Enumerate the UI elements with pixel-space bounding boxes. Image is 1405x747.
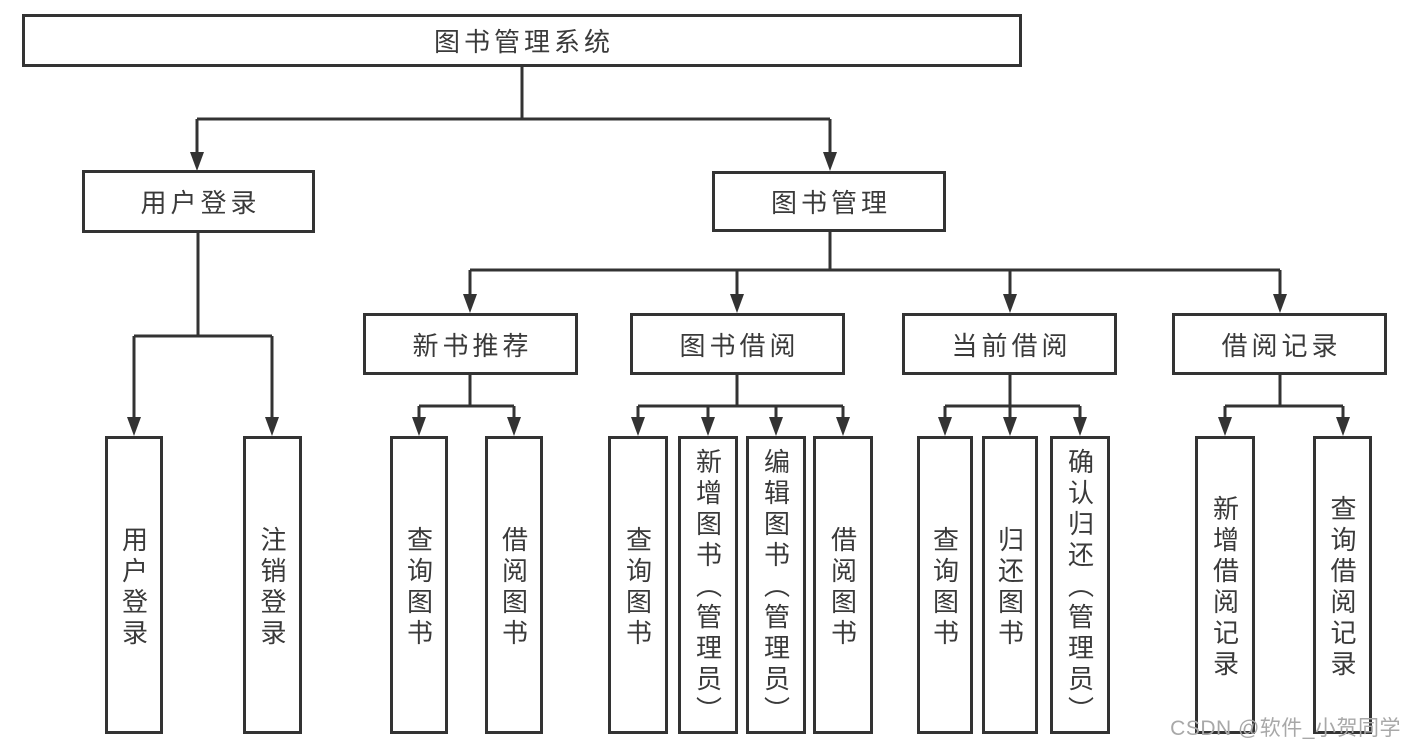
node-label: 编辑图书（管理员） (760, 448, 791, 727)
node-book-management-branch: 图书管理 (712, 171, 946, 232)
leaf-add-books-admin: 新增图书（管理员） (678, 436, 738, 734)
tree-edges (132, 67, 1345, 422)
node-library-management-system: 图书管理系统 (22, 14, 1022, 67)
node-borrowing-records: 借阅记录 (1172, 313, 1387, 375)
node-label: 新增图书（管理员） (692, 448, 723, 727)
node-label: 用户登录 (118, 525, 149, 650)
csdn-watermark: CSDN @软件_小贺同学 (1170, 717, 1401, 740)
node-label: 借阅图书 (827, 525, 858, 650)
node-label: 查询图书 (403, 525, 434, 650)
node-label: 当前借阅 (951, 330, 1072, 361)
node-label: 图书管理系统 (433, 27, 614, 57)
node-new-book-recommendation: 新书推荐 (363, 313, 578, 375)
node-label: 注销登录 (257, 525, 287, 650)
node-label: 确认归还（管理员） (1064, 448, 1095, 727)
node-label: 新书推荐 (412, 330, 533, 361)
node-book-borrowing: 图书借阅 (630, 313, 845, 375)
node-label: 归还图书 (994, 525, 1025, 650)
node-label: 新增借阅记录 (1209, 494, 1240, 681)
node-user-login-branch: 用户登录 (82, 170, 315, 233)
leaf-logout: 注销登录 (243, 436, 302, 734)
leaf-edit-books-admin: 编辑图书（管理员） (746, 436, 806, 734)
leaf-borrow-books-2: 借阅图书 (813, 436, 873, 734)
arrowheads (127, 152, 1350, 436)
node-label: 借阅图书 (498, 525, 529, 650)
node-label: 查询图书 (929, 525, 960, 650)
leaf-query-borrow-record: 查询借阅记录 (1313, 436, 1372, 734)
node-label: 用户登录 (140, 188, 261, 218)
node-current-borrowing: 当前借阅 (902, 313, 1117, 375)
leaf-query-books-3: 查询图书 (917, 436, 973, 734)
leaf-confirm-return-admin: 确认归还（管理员） (1050, 436, 1110, 734)
node-label: 图书管理 (770, 188, 891, 218)
leaf-query-books-1: 查询图书 (390, 436, 448, 734)
node-label: 查询图书 (622, 525, 653, 650)
node-label: 查询借阅记录 (1327, 494, 1357, 681)
node-label: 借阅记录 (1221, 330, 1342, 361)
leaf-return-books: 归还图书 (982, 436, 1038, 734)
leaf-add-borrow-record: 新增借阅记录 (1195, 436, 1255, 734)
leaf-borrow-books-1: 借阅图书 (485, 436, 543, 734)
node-label: 图书借阅 (679, 330, 800, 361)
leaf-user-login: 用户登录 (105, 436, 163, 734)
leaf-query-books-2: 查询图书 (608, 436, 668, 734)
